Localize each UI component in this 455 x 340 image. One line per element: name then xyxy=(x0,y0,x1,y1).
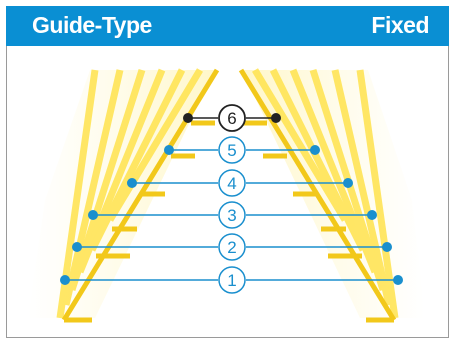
guide-label-2: 2 xyxy=(227,238,236,257)
guide-line-1[interactable]: 1 xyxy=(60,266,403,294)
guide-type-title: Guide-Type xyxy=(32,12,152,38)
guide-label-4: 4 xyxy=(227,174,236,193)
left-guide-rail xyxy=(61,68,220,323)
guide-mode-value[interactable]: Fixed xyxy=(371,12,429,38)
guide-line-2[interactable]: 2 xyxy=(72,233,392,261)
guide-line-6-active[interactable]: 6 xyxy=(183,104,281,132)
guide-label-5: 5 xyxy=(227,141,236,160)
header-bar: Guide-Type Fixed xyxy=(6,6,449,46)
guide-line-3[interactable]: 3 xyxy=(88,201,377,229)
guide-line-4[interactable]: 4 xyxy=(127,169,353,197)
guide-label-1: 1 xyxy=(227,271,236,290)
guide-label-6: 6 xyxy=(227,109,236,128)
right-guide-rail xyxy=(238,68,397,323)
guide-line-5[interactable]: 5 xyxy=(164,136,320,164)
guide-label-3: 3 xyxy=(227,206,236,225)
